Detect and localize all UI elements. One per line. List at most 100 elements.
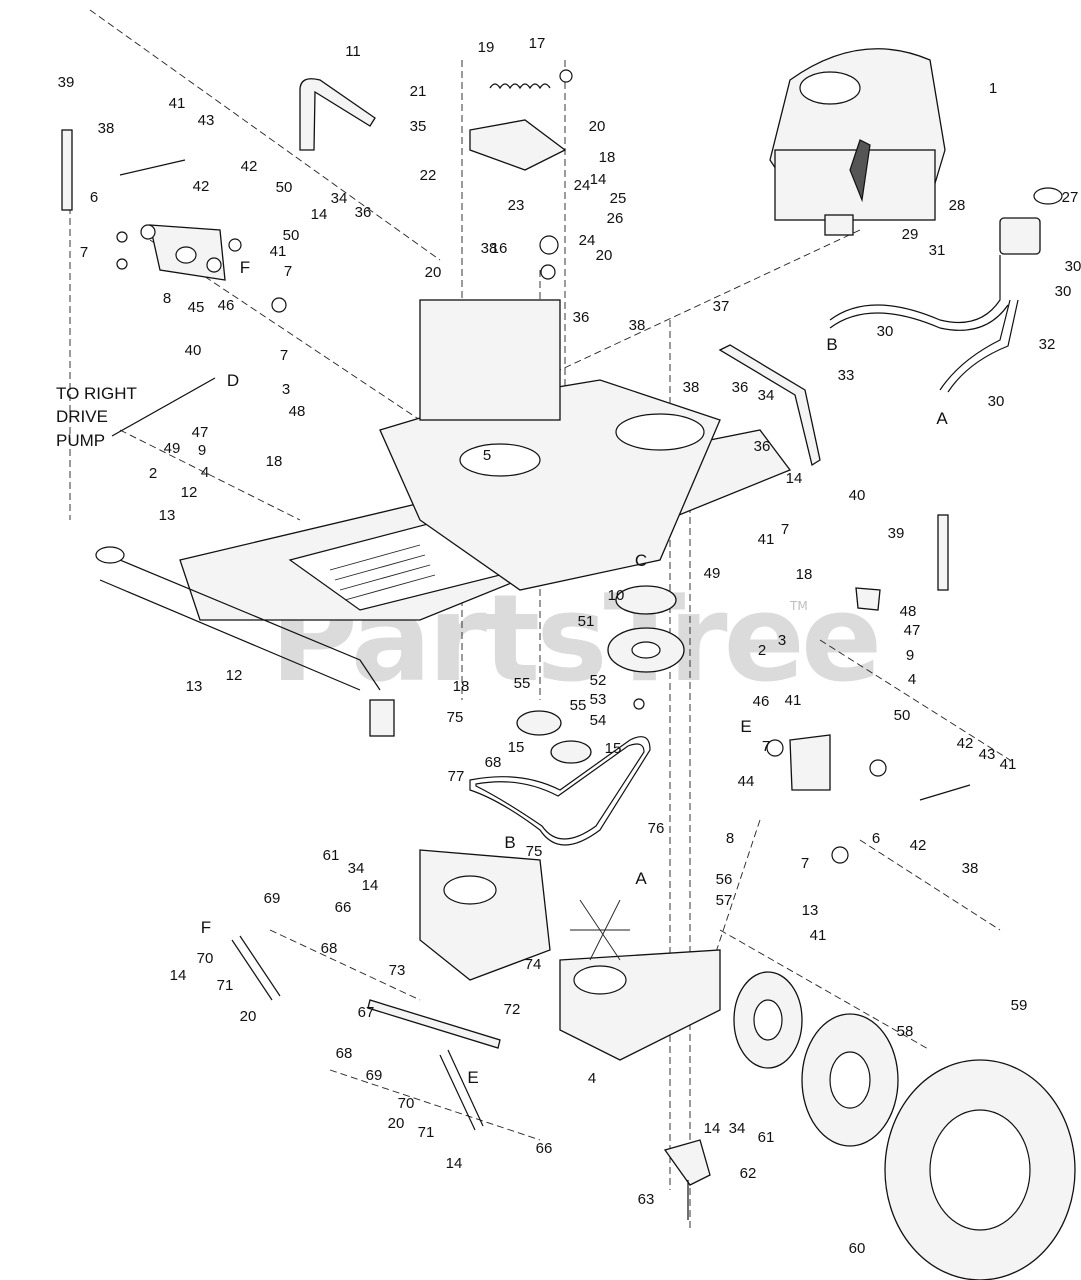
part-number-callout: 27 <box>1062 189 1079 206</box>
part-number-callout: 55 <box>514 675 531 692</box>
part-number-callout: 66 <box>335 899 352 916</box>
part-number-callout: 41 <box>169 95 186 112</box>
part-number-callout: 34 <box>331 190 348 207</box>
watermark-trademark: TM <box>789 599 808 613</box>
top-bracket-spring <box>469 69 573 280</box>
part-number-callout: 42 <box>957 735 974 752</box>
part-number-callout: 57 <box>716 892 733 909</box>
part-number-callout: 40 <box>185 342 202 359</box>
part-number-callout: 36 <box>732 379 749 396</box>
part-number-callout: 43 <box>979 746 996 763</box>
part-number-callout: 12 <box>181 484 198 501</box>
part-number-callout: 47 <box>904 622 921 639</box>
part-number-callout: 18 <box>599 149 616 166</box>
part-number-callout: 70 <box>398 1095 415 1112</box>
part-number-callout: 40 <box>849 487 866 504</box>
reference-letter: B <box>504 833 515 852</box>
part-number-callout: 6 <box>872 830 880 847</box>
part-number-callout: 13 <box>186 678 203 695</box>
part-number-callout: 9 <box>198 442 206 459</box>
part-number-callout: 34 <box>758 387 775 404</box>
part-number-callout: 12 <box>226 667 243 684</box>
part-number-callout: 61 <box>758 1129 775 1146</box>
part-number-callout: 63 <box>638 1191 655 1208</box>
part-number-callout: 30 <box>1055 283 1072 300</box>
part-number-callout: 49 <box>704 565 721 582</box>
part-number-callout: 76 <box>648 820 665 837</box>
part-number-callout: 7 <box>781 521 789 538</box>
part-number-callout: 36 <box>355 204 372 221</box>
part-number-callout: 13 <box>159 507 176 524</box>
part-number-callout: 61 <box>323 847 340 864</box>
reference-letter: F <box>201 918 211 937</box>
part-number-callout: 69 <box>366 1067 383 1084</box>
part-number-callout: 38 <box>98 120 115 137</box>
part-number-callout: 3 <box>282 381 290 398</box>
part-number-callout: 53 <box>590 691 607 708</box>
part-number-callout: 7 <box>284 263 292 280</box>
part-number-callout: 32 <box>1039 336 1056 353</box>
part-number-callout: 2 <box>758 642 766 659</box>
part-number-callout: 68 <box>336 1045 353 1062</box>
part-number-callout: 74 <box>525 956 542 973</box>
part-number-callout: 34 <box>729 1120 746 1137</box>
part-number-callout: 39 <box>58 74 75 91</box>
part-number-callout: 19 <box>478 39 495 56</box>
part-number-callout: 42 <box>910 837 927 854</box>
control-handles <box>61 78 949 591</box>
part-number-callout: 14 <box>446 1155 463 1172</box>
part-number-callout: 77 <box>448 768 465 785</box>
part-number-callout: 41 <box>785 692 802 709</box>
part-number-callout: 42 <box>193 178 210 195</box>
engine <box>769 48 946 236</box>
reference-letter: A <box>936 409 948 428</box>
part-number-callout: 29 <box>902 226 919 243</box>
part-number-callout: 8 <box>163 290 171 307</box>
part-number-callout: 46 <box>753 693 770 710</box>
hydro-pump-left <box>419 849 551 981</box>
part-number-callout: 7 <box>280 347 288 364</box>
part-number-callout: 41 <box>270 243 287 260</box>
part-number-callout: 11 <box>345 43 361 60</box>
part-number-callout: 28 <box>949 197 966 214</box>
left-control-assembly <box>116 159 287 313</box>
part-number-callout: 17 <box>529 35 546 52</box>
part-number-callout: 36 <box>754 438 771 455</box>
part-number-callout: 24 <box>579 232 596 249</box>
part-number-callout: 38 <box>683 379 700 396</box>
part-number-callout: 16 <box>491 240 508 257</box>
part-number-callout: 4 <box>908 671 916 688</box>
part-number-callout: 15 <box>508 739 525 756</box>
part-number-callout: 2 <box>149 465 157 482</box>
part-number-callout: 30 <box>988 393 1005 410</box>
part-number-callout: 30 <box>1065 258 1081 275</box>
part-number-callout: 22 <box>420 167 437 184</box>
part-number-callout: 30 <box>877 323 894 340</box>
part-number-callout: 18 <box>796 566 813 583</box>
part-number-callout: 39 <box>888 525 905 542</box>
part-number-callout: 48 <box>900 603 917 620</box>
part-number-callout: 70 <box>197 950 214 967</box>
part-number-callout: 9 <box>906 647 914 664</box>
part-number-callout: 43 <box>198 112 215 129</box>
part-number-callout: 24 <box>574 177 591 194</box>
hydro-pump-right <box>559 899 721 1061</box>
part-number-callout: 10 <box>608 587 625 604</box>
note-line-1: TO RIGHT <box>56 384 137 403</box>
part-number-callout: 50 <box>276 179 293 196</box>
reference-letter: E <box>467 1068 478 1087</box>
part-number-callout: 20 <box>596 247 613 264</box>
part-number-callout: 50 <box>283 227 300 244</box>
part-number-callout: 6 <box>90 189 98 206</box>
part-number-callout: 38 <box>962 860 979 877</box>
part-number-callout: 20 <box>388 1115 405 1132</box>
part-number-callout: 3 <box>778 632 786 649</box>
part-number-callout: 54 <box>590 712 607 729</box>
part-number-callout: 4 <box>201 464 209 481</box>
part-number-callout: 60 <box>849 1240 866 1257</box>
reference-letter: B <box>826 335 837 354</box>
part-number-callout: 38 <box>629 317 646 334</box>
part-number-callout: 7 <box>762 738 770 755</box>
part-number-callout: 14 <box>311 206 328 223</box>
